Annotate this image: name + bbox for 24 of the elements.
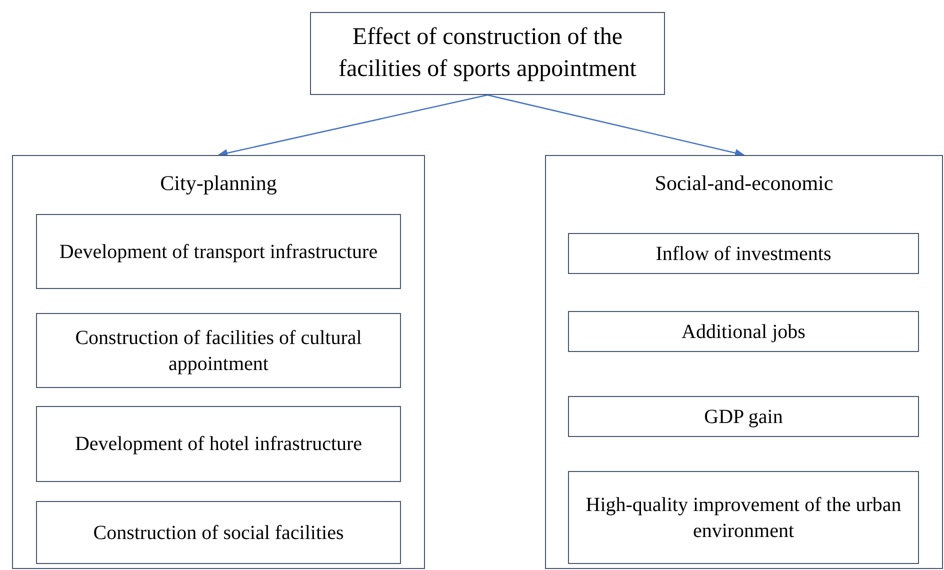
text-box [568, 311, 919, 352]
box-label: Development of transport infrastructure [58, 240, 379, 264]
box-label: GDP gain [703, 404, 784, 430]
box-label: Development of hotel infrastructure [74, 432, 364, 457]
box-label: Inflow of investments [654, 242, 832, 266]
text-box [36, 313, 401, 388]
box-label: Additional jobs [680, 320, 806, 344]
text-box [568, 396, 919, 437]
arrow [487, 94, 745, 157]
text-box [568, 471, 919, 564]
group-panel [12, 155, 425, 569]
group-panel [545, 155, 943, 569]
text-box [568, 233, 919, 274]
panel-title: City-planning [160, 170, 277, 197]
box-label: Construction of social facilities [92, 520, 345, 546]
box-label: Construction of facilities of cultural appointment [74, 326, 363, 376]
panel-title: Social-and-economic [654, 170, 834, 197]
text-box [36, 406, 401, 482]
text-box [36, 214, 401, 289]
text-box [36, 501, 401, 564]
text-box [310, 12, 665, 95]
box-label: Effect of construction of the facilities of sports appointment [338, 23, 638, 84]
box-label: High-quality improvement of the urban environment [584, 492, 902, 544]
arrow [218, 94, 488, 157]
